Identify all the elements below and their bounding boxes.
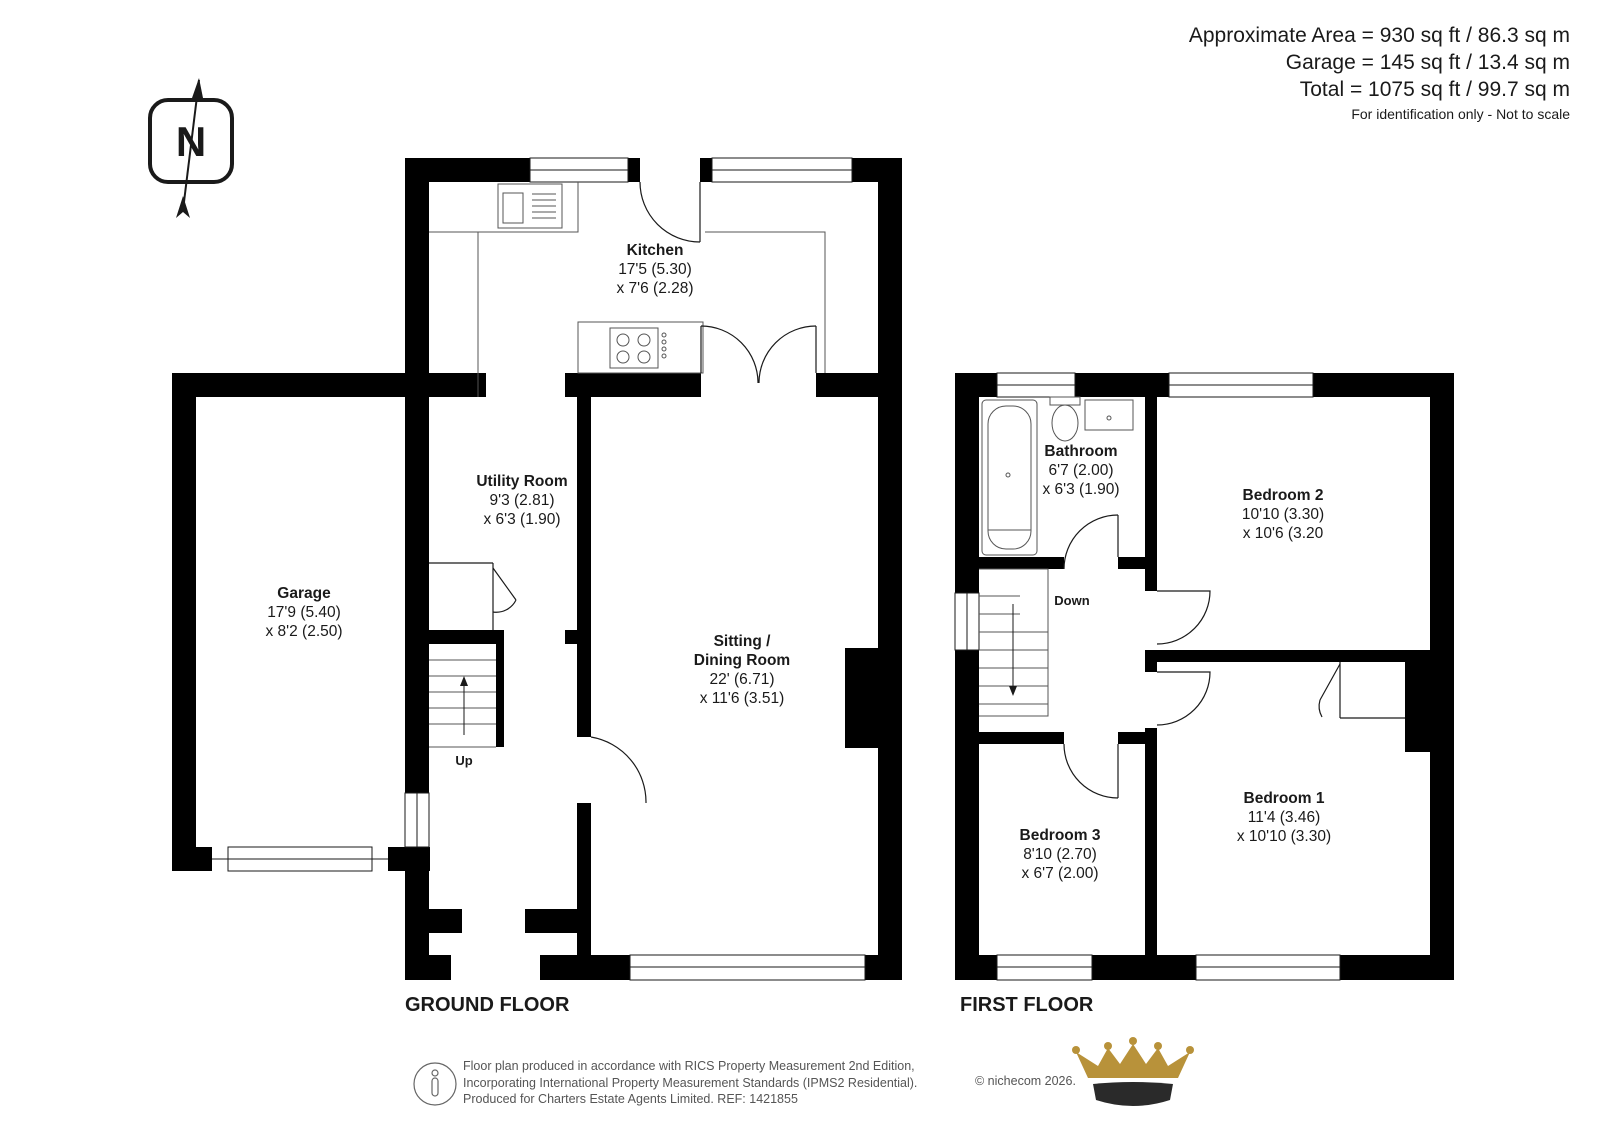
footer-text: Floor plan produced in accordance with R…	[463, 1058, 917, 1108]
basin-icon	[1084, 399, 1134, 431]
first-floor-walls	[955, 373, 1454, 980]
utility-name: Utility Room	[476, 473, 567, 490]
kitchen-dim2: x 7'6 (2.28)	[616, 280, 693, 297]
first-floor-windows	[954, 372, 1341, 981]
stairs-up-label: Up	[455, 753, 472, 768]
ground-stairs	[429, 659, 496, 748]
ground-floor-windows	[212, 157, 866, 981]
bedroom2-dim2: x 10'6 (3.20	[1243, 525, 1324, 542]
bath-icon	[981, 399, 1038, 556]
bedroom1-dim2: x 10'10 (3.30)	[1237, 828, 1331, 845]
bathroom-dim2: x 6'3 (1.90)	[1042, 481, 1119, 498]
first-stairs	[979, 568, 1049, 717]
sitting-name2: Dining Room	[694, 652, 790, 669]
bedroom1-name: Bedroom 1	[1244, 790, 1325, 807]
ground-floor-walls	[172, 158, 902, 980]
toilet-icon	[1051, 404, 1079, 442]
garage-name: Garage	[277, 585, 331, 602]
room-labels: Kitchen 17'5 (5.30) x 7'6 (2.28) Utility…	[265, 242, 1331, 882]
utility-dim2: x 6'3 (1.90)	[483, 511, 560, 528]
bathroom-fixtures	[981, 396, 1134, 556]
bathroom-dim1: 6'7 (2.00)	[1049, 462, 1114, 479]
garage-dim1: 17'9 (5.40)	[267, 604, 341, 621]
footer-line3: Produced for Charters Estate Agents Limi…	[463, 1092, 798, 1106]
garage-area: Garage = 145 sq ft / 13.4 sq m	[1285, 51, 1570, 74]
bedroom3-name: Bedroom 3	[1020, 827, 1101, 844]
bedroom3-dim1: 8'10 (2.70)	[1023, 846, 1097, 863]
sitting-name1: Sitting /	[714, 633, 772, 650]
hob-icon	[609, 327, 659, 369]
sink-icon	[497, 183, 563, 229]
area-summary: Approximate Area = 930 sq ft / 86.3 sq m…	[1189, 22, 1570, 125]
ground-floor-doors	[429, 181, 817, 804]
bedroom2-name: Bedroom 2	[1243, 487, 1324, 504]
ground-floor-label: GROUND FLOOR	[405, 994, 570, 1016]
scale-note: For identification only - Not to scale	[1351, 106, 1570, 122]
first-floor-doors	[1063, 514, 1405, 799]
person-icon	[413, 1062, 457, 1106]
kitchen-name: Kitchen	[627, 242, 684, 259]
compass-letter: N	[176, 118, 206, 165]
footer-line2: Incorporating International Property Mea…	[463, 1075, 918, 1090]
approx-area: Approximate Area = 930 sq ft / 86.3 sq m	[1188, 24, 1570, 47]
total-area: Total = 1075 sq ft / 99.7 sq m	[1299, 78, 1570, 101]
bedroom2-dim1: 10'10 (3.30)	[1242, 506, 1324, 523]
stairs-down-label: Down	[1054, 593, 1089, 608]
kitchen-fixtures	[429, 182, 826, 397]
utility-dim1: 9'3 (2.81)	[490, 492, 555, 509]
compass-icon: N	[148, 78, 234, 218]
bedroom3-dim2: x 6'7 (2.00)	[1021, 865, 1098, 882]
footer-line1: Floor plan produced in accordance with R…	[463, 1059, 915, 1073]
garage-dim2: x 8'2 (2.50)	[265, 623, 342, 640]
bathroom-name: Bathroom	[1044, 443, 1117, 460]
sitting-dim1: 22' (6.71)	[710, 671, 775, 688]
bedroom1-dim1: 11'4 (3.46)	[1248, 809, 1320, 826]
kitchen-dim1: 17'5 (5.30)	[618, 261, 692, 278]
crown-logo-icon	[1072, 1037, 1194, 1106]
copyright: © nichecom 2026.	[975, 1074, 1076, 1088]
sitting-dim2: x 11'6 (3.51)	[700, 690, 785, 707]
first-floor-label: FIRST FLOOR	[960, 994, 1094, 1016]
